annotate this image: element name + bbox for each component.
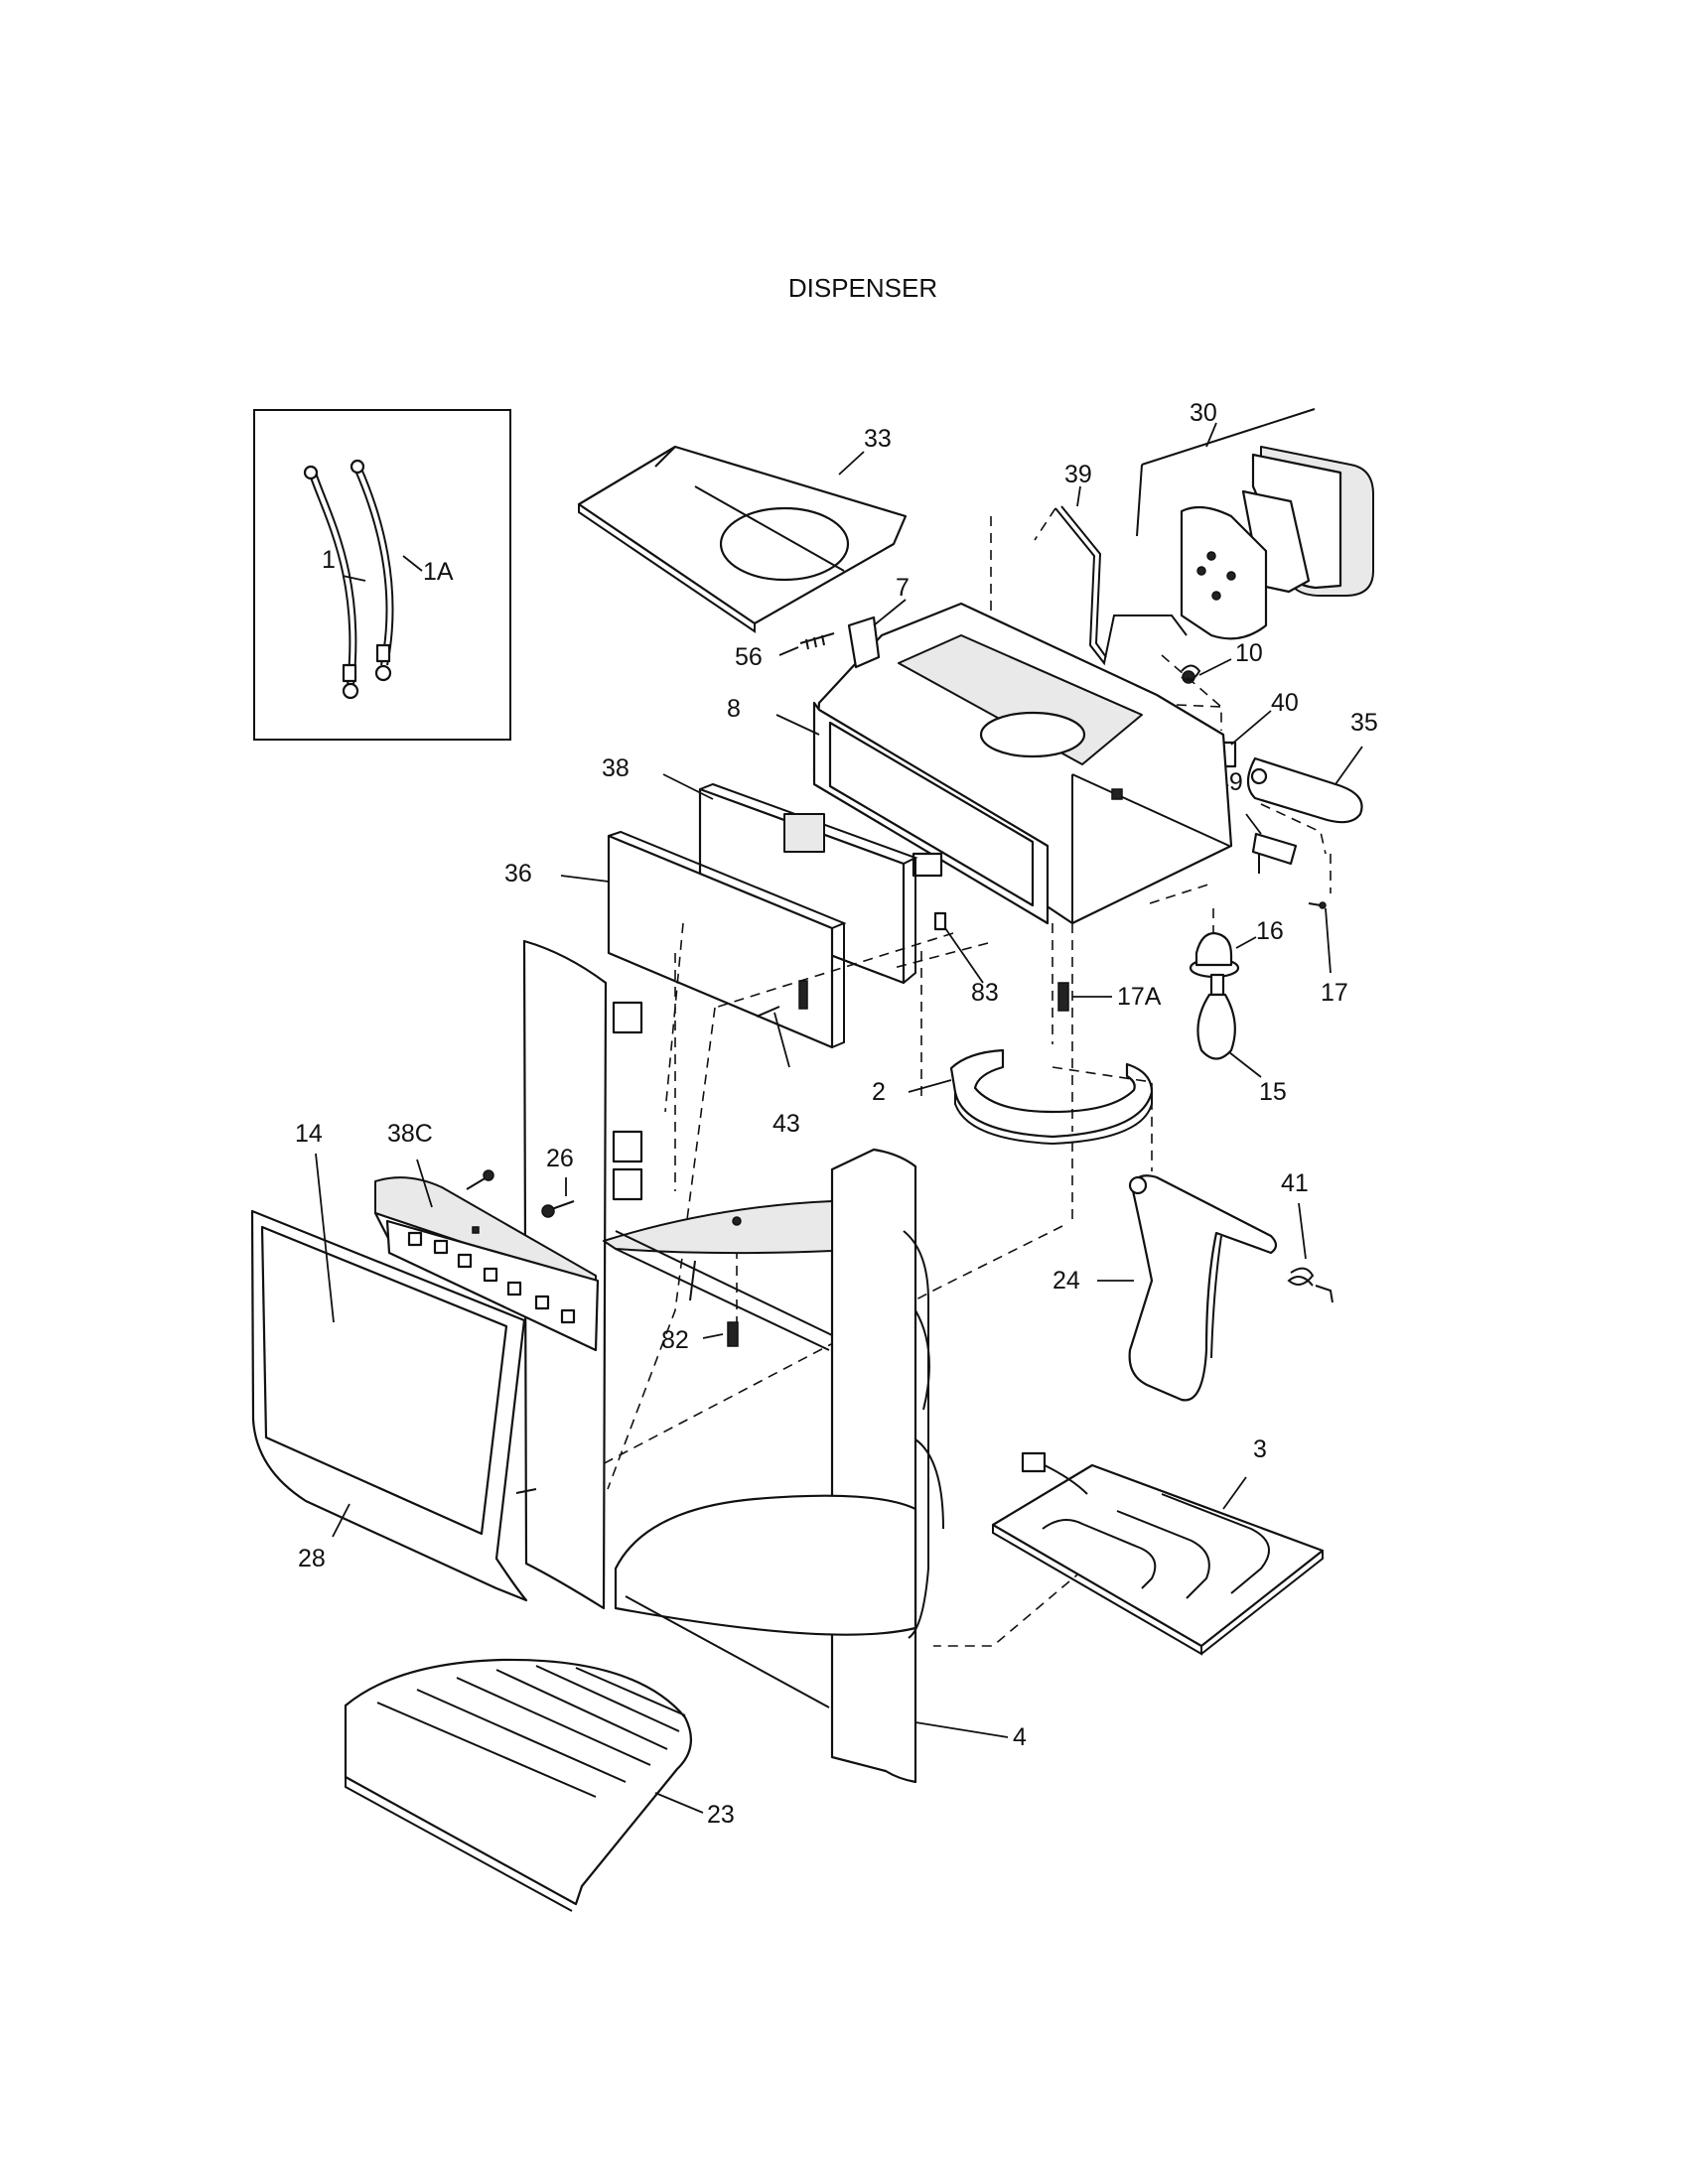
callout-35: 35	[1350, 709, 1378, 737]
callout-17a: 17A	[1117, 983, 1162, 1011]
callout-15: 15	[1259, 1078, 1287, 1106]
lamp-socket-part-16: 16	[1189, 917, 1284, 979]
callout-23: 23	[707, 1801, 735, 1829]
callout-14: 14	[295, 1120, 323, 1148]
callout-17: 17	[1321, 979, 1348, 1007]
callout-2: 2	[872, 1078, 886, 1106]
front-frame-part-28: 28	[250, 1209, 537, 1602]
front-panel-part-14: 14	[295, 1120, 335, 1323]
callout-1a: 1A	[423, 558, 454, 586]
actuator-arm-part-39: 39	[1054, 461, 1188, 666]
callout-3: 3	[1253, 1435, 1267, 1463]
callout-40: 40	[1271, 689, 1299, 717]
callout-82: 82	[661, 1326, 689, 1354]
screw-part-26: 26	[541, 1145, 575, 1218]
screw-part-83: 83	[933, 911, 999, 1007]
callout-28: 28	[298, 1545, 326, 1572]
diagram-title: DISPENSER	[788, 273, 937, 303]
callout-43: 43	[772, 1110, 800, 1138]
screw-part-43: 43	[756, 1006, 800, 1138]
callout-10: 10	[1235, 639, 1263, 667]
user-interface-board-part-38c: 38C	[373, 1120, 600, 1352]
ice-chute-door-part-30: 30	[1136, 399, 1374, 640]
screw-part-82: 82	[661, 1321, 739, 1354]
callout-7: 7	[896, 574, 910, 602]
assembly-guide-lines	[535, 507, 1332, 1647]
top-cover-part-33: 33	[577, 425, 908, 633]
spring-part-41: 41	[1281, 1169, 1333, 1303]
callout-16: 16	[1256, 917, 1284, 945]
callout-38c: 38C	[387, 1120, 433, 1148]
callout-56: 56	[735, 643, 763, 671]
solenoid-part-35: 35	[1246, 709, 1378, 824]
drip-tray-part-23: 23	[344, 1658, 735, 1912]
cover-panel-part-36: 36	[504, 830, 847, 1049]
screw-part-17: 17	[1308, 901, 1348, 1007]
switch-part-7: 7	[847, 574, 910, 669]
callout-38: 38	[602, 754, 630, 782]
callout-83: 83	[971, 979, 999, 1007]
screw-part-56: 56	[735, 632, 835, 671]
tube-part-1a	[350, 459, 394, 682]
callout-41: 41	[1281, 1169, 1309, 1197]
tube-part-1	[303, 465, 359, 700]
screw-part-17a: 17A	[1057, 982, 1162, 1012]
dispenser-housing-part-8: 8	[727, 602, 1233, 925]
actuator-paddle-part-24: 24	[1052, 1174, 1278, 1402]
tubing-inset: 1 1A	[253, 409, 511, 741]
heater-part-3: 3	[991, 1435, 1325, 1656]
callout-39: 39	[1064, 461, 1092, 488]
callout-26: 26	[546, 1145, 574, 1172]
dispenser-base-part-4: 4	[522, 939, 1027, 1784]
callout-24: 24	[1052, 1267, 1080, 1295]
callout-1: 1	[322, 546, 336, 574]
control-board-part-38: 38	[602, 754, 918, 985]
callout-30: 30	[1190, 399, 1217, 427]
callout-33: 33	[864, 425, 892, 453]
chute-guide-part-2: 2	[872, 1048, 1154, 1146]
lamp-bulb-part-15: 15	[1196, 973, 1287, 1106]
callout-36: 36	[504, 860, 532, 887]
callout-4: 4	[1013, 1723, 1027, 1751]
spring-part-10: 10	[1181, 639, 1263, 684]
callout-8: 8	[727, 695, 741, 723]
